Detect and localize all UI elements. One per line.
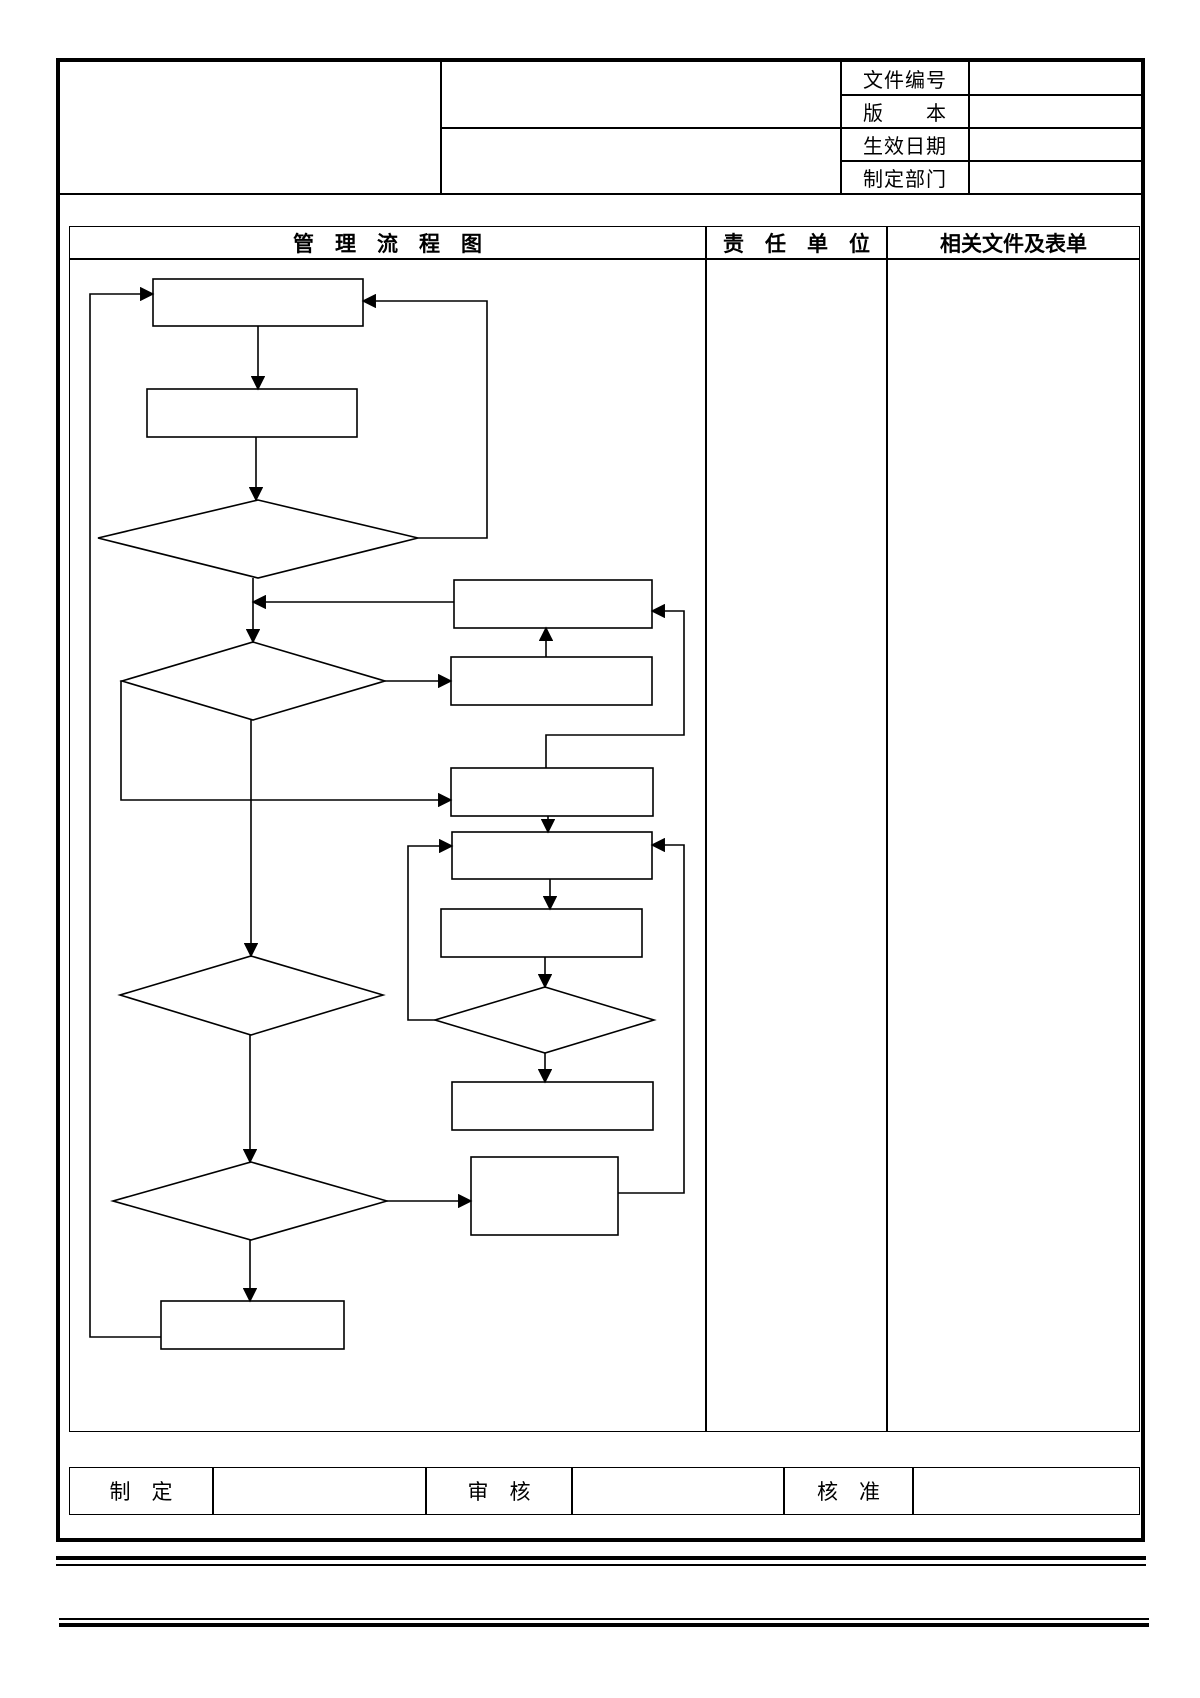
- flow-box-7: [440, 908, 643, 958]
- flow-diamond-1: [97, 499, 419, 579]
- connector: [618, 837, 685, 1194]
- flow-box-6: [451, 831, 653, 880]
- header-divider-value: [968, 60, 970, 193]
- flow-box-8: [451, 1081, 654, 1131]
- doc-no-label: 文件编号: [863, 67, 947, 92]
- footer-rule-thin-1: [56, 1564, 1146, 1566]
- document-frame: [56, 58, 1145, 1542]
- header-divider-mid: [440, 127, 840, 129]
- prepared-label: 制 定: [109, 1480, 173, 1504]
- flow-box-4: [450, 656, 653, 706]
- signoff-table: [69, 1467, 1140, 1515]
- effective-date-label: 生效日期: [863, 133, 947, 158]
- connector: [89, 286, 161, 1338]
- main-table-col-line-1: [705, 226, 707, 1432]
- header-bottom-line: [58, 193, 1143, 195]
- prepared-field[interactable]: [214, 1468, 425, 1514]
- flow-diamond-2: [119, 641, 388, 721]
- flow-diamond-4: [117, 955, 386, 1036]
- signoff-col-line-3: [571, 1467, 573, 1515]
- dept-label: 制定部门: [863, 166, 947, 191]
- approved-field[interactable]: [914, 1468, 1139, 1514]
- connector: [361, 293, 488, 539]
- connector: [407, 838, 454, 1021]
- flow-box-1: [152, 278, 364, 327]
- flow-box-9: [470, 1156, 619, 1236]
- connector: [120, 680, 453, 808]
- main-table-col-line-2: [886, 226, 888, 1432]
- main-table-header-line: [69, 258, 1140, 260]
- footer-rule-thick-1: [56, 1556, 1146, 1560]
- flow-diamond-3: [432, 986, 657, 1054]
- footer-rule-thin-2: [59, 1618, 1149, 1620]
- header-row-line-1: [840, 94, 1143, 96]
- main-table: [69, 226, 1140, 1432]
- version-label: 版 本: [863, 100, 947, 125]
- responsible-unit-title: 责 任 单 位: [723, 231, 870, 256]
- flow-diamond-5: [110, 1161, 390, 1241]
- related-docs-title: 相关文件及表单: [940, 231, 1087, 256]
- header-divider-left: [440, 60, 442, 193]
- reviewed-label: 审 核: [467, 1480, 531, 1504]
- approved-label: 核 准: [817, 1480, 880, 1504]
- signoff-col-line-1: [212, 1467, 214, 1515]
- flow-box-2: [146, 388, 358, 438]
- flow-box-3: [453, 579, 653, 629]
- header-row-line-3: [840, 160, 1143, 162]
- signoff-col-line-5: [912, 1467, 914, 1515]
- signoff-col-line-4: [783, 1467, 785, 1515]
- flow-chart-title: 管 理 流 程 图: [293, 231, 482, 256]
- connector: [545, 603, 685, 768]
- header-divider-label: [840, 60, 842, 193]
- flow-box-10: [160, 1300, 345, 1350]
- footer-rule-thick-2: [59, 1623, 1149, 1627]
- signoff-col-line-2: [425, 1467, 427, 1515]
- flow-box-5: [450, 767, 654, 817]
- header-row-line-2: [840, 127, 1143, 129]
- reviewed-field[interactable]: [573, 1468, 783, 1514]
